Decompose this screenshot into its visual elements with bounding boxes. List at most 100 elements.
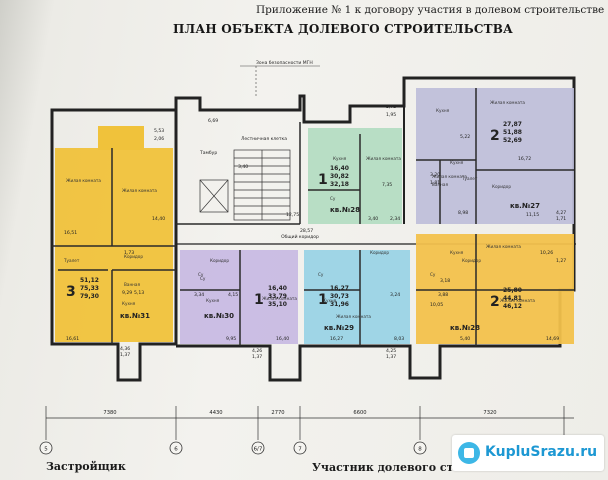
apt-30-fill	[180, 250, 298, 344]
room-label: Кухня	[122, 301, 136, 306]
interior-walls	[52, 88, 574, 346]
room-label: Жилая комната	[122, 188, 157, 193]
dimension-value: 12,75	[286, 212, 299, 218]
apt-28a-fill	[308, 128, 402, 224]
room-label: Кухня	[206, 298, 220, 303]
dimension-value: 4,27	[556, 210, 566, 216]
dimension-value: 14,40	[152, 216, 165, 222]
developer-label: Застройщик	[46, 460, 126, 473]
room-label: Су	[430, 272, 436, 277]
axis-dimension: 7380	[103, 410, 116, 416]
dimension-value: 14,69	[546, 336, 559, 342]
dimension-value: 1,95	[386, 112, 396, 118]
dimension-value: 3,88	[438, 292, 448, 298]
dimension-value: 1,37	[252, 354, 262, 360]
room-label: Жилая комната	[500, 298, 535, 303]
svg-text:16,27: 16,27	[330, 285, 349, 292]
tag-kv28b: 2 25,80 44,81 46,12 кв.№28	[450, 287, 522, 332]
room-label: Жилая комната	[66, 178, 101, 183]
tag-name: кв.№31	[120, 312, 150, 320]
svg-text:кв.№29: кв.№29	[324, 324, 354, 332]
room-label: Кухня	[333, 156, 347, 161]
dimension-value: 1,37	[120, 352, 130, 358]
svg-text:кв.№30: кв.№30	[204, 312, 234, 320]
room-label: Ванная	[432, 182, 448, 187]
dimension-value: 7,35	[382, 182, 392, 188]
svg-text:52,69: 52,69	[503, 137, 522, 144]
room-label: Туалет	[461, 176, 478, 181]
dimension-value: 5,53	[154, 128, 164, 134]
dimension-value: 3,20	[430, 172, 440, 178]
axis-mark-circle	[169, 441, 183, 455]
room-label: Жилая комната	[366, 156, 401, 161]
svg-text:51,88: 51,88	[503, 129, 522, 136]
apt-29-fill	[304, 250, 410, 344]
svg-text:27,87: 27,87	[503, 121, 522, 128]
svg-text:2: 2	[490, 294, 500, 310]
dimension-value: 3,40	[238, 164, 248, 170]
dimension-value: 9,95	[226, 336, 236, 342]
document-title: ПЛАН ОБЪЕКТА ДОЛЕВОГО СТРОИТЕЛЬСТВА	[173, 22, 514, 36]
room-label: Коридор	[124, 254, 143, 259]
dimension-value: 9,29	[122, 290, 132, 296]
svg-text:кв.№28: кв.№28	[330, 206, 360, 214]
apt-28b-fill	[416, 234, 574, 344]
axis-marks: 566/7789	[39, 441, 571, 455]
svg-text:31,96: 31,96	[330, 301, 349, 308]
svg-text:1: 1	[318, 172, 328, 188]
dimension-value: 16,61	[66, 336, 79, 342]
axis-dimension: 7320	[483, 410, 496, 416]
room-label: Су	[200, 276, 206, 281]
svg-text:79,30: 79,30	[80, 293, 99, 300]
dimension-value: 5,72	[386, 104, 396, 110]
watermark-text: KupluSrazu.ru	[485, 444, 598, 460]
room-label: Жилая комната	[432, 174, 467, 179]
svg-text:35,10: 35,10	[268, 301, 287, 308]
axis-dimension: 6600	[353, 410, 366, 416]
dimension-value: 16,27	[330, 336, 343, 342]
dimension-value: 5,40	[460, 336, 470, 342]
room-label: Кухня	[323, 298, 337, 303]
svg-text:75,33: 75,33	[80, 285, 99, 292]
axis-mark-label: 6	[174, 447, 178, 453]
apt-31-balcony	[98, 126, 144, 150]
room-label: Су	[198, 272, 204, 277]
axis-mark-circle	[413, 441, 427, 455]
svg-text:32,18: 32,18	[330, 181, 349, 188]
apartment-tags: 3 51,12 75,33 79,30 кв.№31 1 16,40 33,79…	[66, 121, 540, 332]
watermark-logo-icon	[458, 442, 480, 464]
axis-dimension-line	[45, 406, 574, 440]
svg-text:кв.№28: кв.№28	[450, 324, 480, 332]
room-label: Жилая комната	[336, 314, 371, 319]
dimension-value: 16,40	[276, 336, 289, 342]
tambour-label: Тамбур	[199, 150, 217, 156]
axis-dimension: 2770	[271, 410, 284, 416]
staircase	[199, 149, 291, 221]
svg-text:1: 1	[254, 292, 264, 308]
dimension-value: 8,98	[458, 210, 468, 216]
dimension-value: 6,69	[208, 118, 218, 124]
tag-kv31: 3 51,12 75,33 79,30 кв.№31	[66, 277, 150, 320]
dimension-value: 3,24	[390, 292, 400, 298]
axis-mark-circle	[293, 441, 307, 455]
room-label: Жилая комната	[262, 296, 297, 301]
dimension-value: 2,34	[390, 216, 400, 222]
room-label: Су	[318, 272, 324, 277]
svg-text:51,12: 51,12	[80, 277, 99, 284]
svg-text:16,40: 16,40	[330, 165, 349, 172]
tag-kv30: 1 16,40 33,79 35,10 кв.№30	[204, 285, 287, 320]
dimension-value: 11,15	[526, 212, 539, 218]
room-label: Су	[330, 196, 336, 201]
room-label: Туалет	[63, 258, 80, 263]
dimension-value: 10,26	[540, 250, 553, 256]
dimension-value: 1,71	[556, 216, 566, 222]
axis-mark-label: 5	[44, 447, 48, 453]
room-label: Ванная	[124, 282, 140, 287]
room-label: Кухня	[450, 250, 464, 255]
room-label: Жилая комната	[490, 100, 525, 105]
watermark: KupluSrazu.ru	[452, 435, 604, 471]
svg-text:2: 2	[490, 128, 500, 144]
dimension-value: 16,72	[518, 156, 531, 162]
